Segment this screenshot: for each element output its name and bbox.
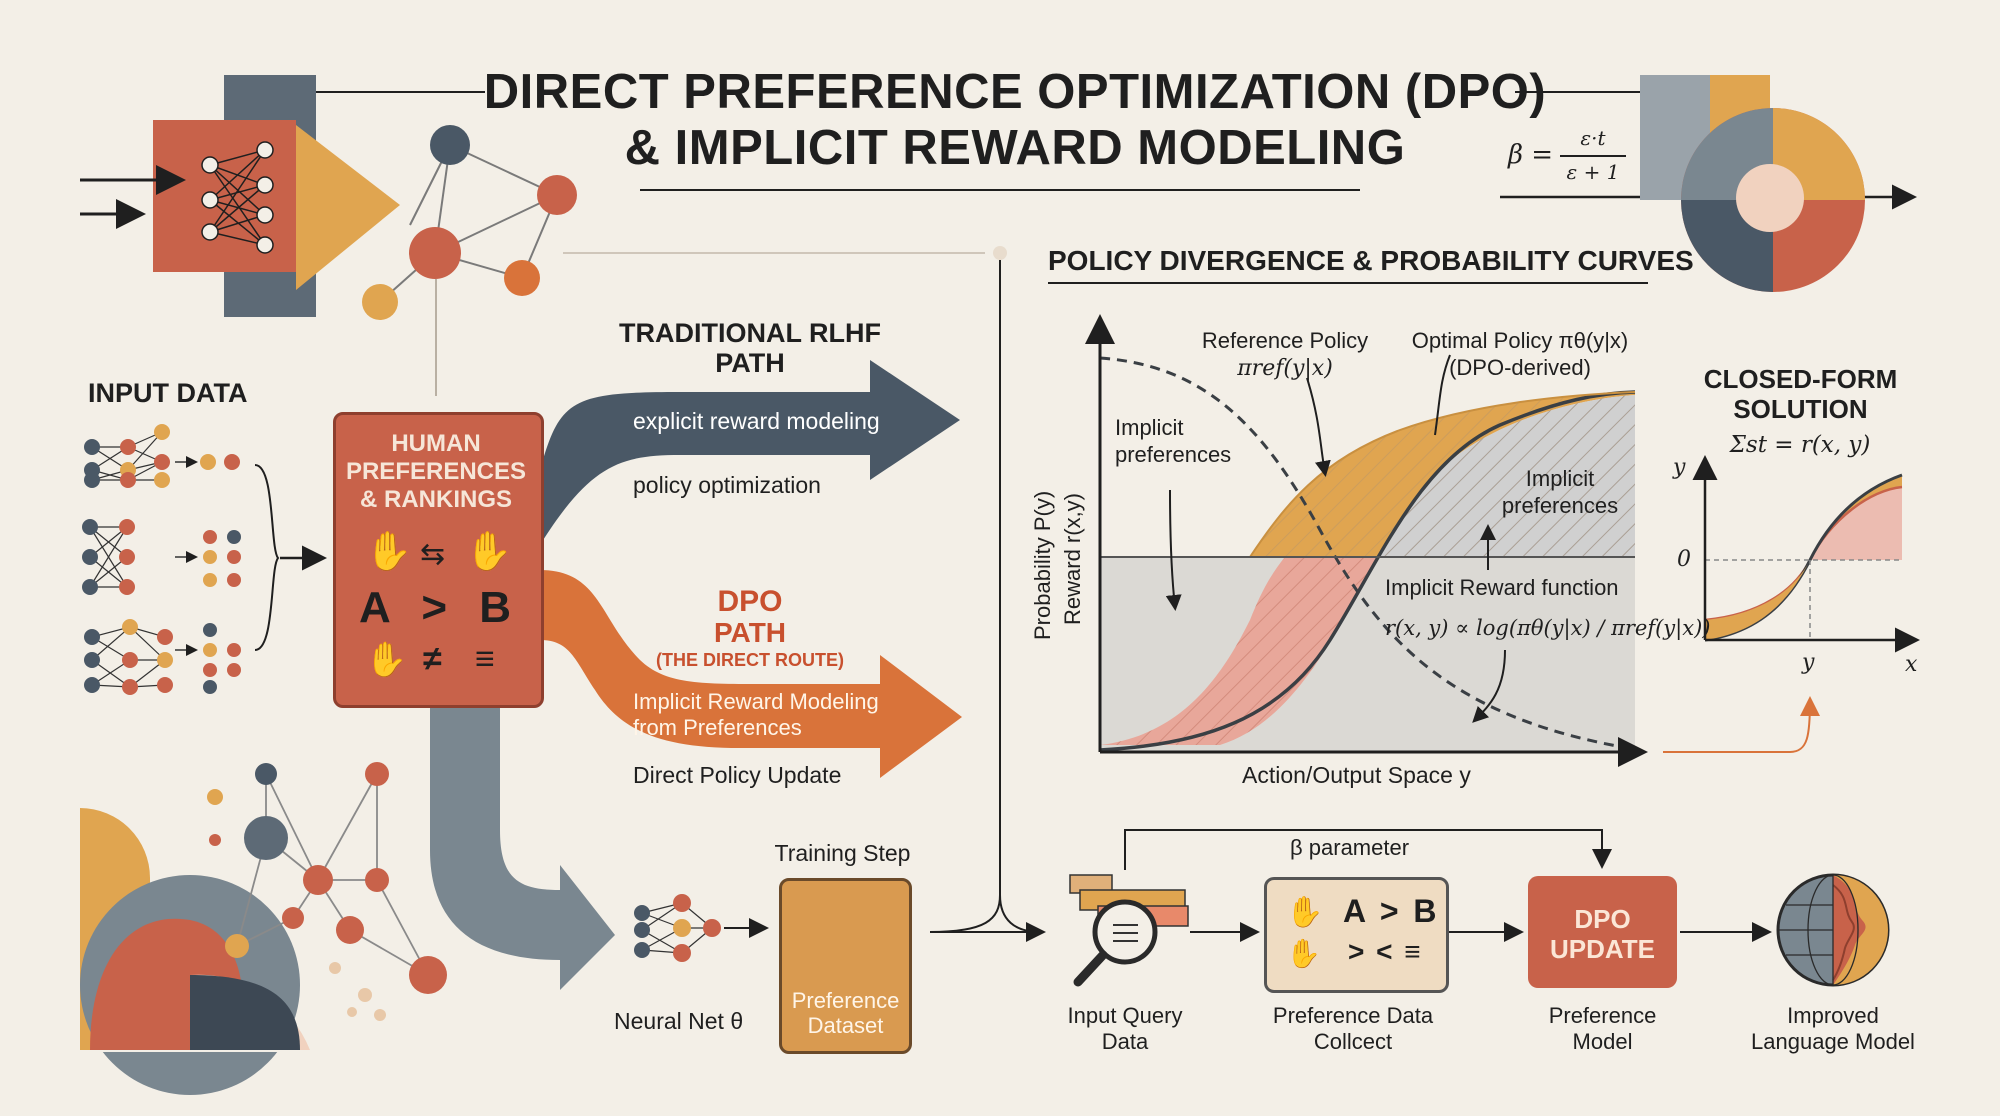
dpo-path-subtitle: (THE DIRECT ROUTE) xyxy=(656,650,844,670)
pref-model-2: Model xyxy=(1572,1029,1633,1054)
human-box-title-3: & RANKINGS xyxy=(359,486,512,513)
reward-function-label: Implicit Reward function xyxy=(1385,575,1619,600)
neq-symbol: ≠ xyxy=(423,640,442,678)
human-box-a-gt-b: A > B xyxy=(358,583,512,632)
beta-formula-numerator: ε·t xyxy=(1580,126,1606,150)
human-box-title-2: PREFERENCES xyxy=(345,458,527,485)
hand-icon-right: ✋ xyxy=(465,531,513,573)
rlhf-arrow xyxy=(540,360,960,545)
dpo-update-box[interactable] xyxy=(1528,876,1677,988)
equiv-symbol: ≡ xyxy=(475,640,495,678)
preference-dataset-box xyxy=(779,878,912,1054)
implicit-right-1: Implicit xyxy=(1525,466,1595,491)
pref-dataset-1: Preference xyxy=(791,988,900,1013)
improved-lm-1: Improved xyxy=(1787,1003,1879,1028)
pref-model-1: Preference xyxy=(1548,1003,1657,1028)
swap-icon: ⇆ xyxy=(420,538,446,571)
opt-policy-label: Optimal Policy πθ(y|x) xyxy=(1411,328,1629,353)
ref-policy-formula: πref(y|x) xyxy=(1237,356,1333,381)
hand-icon-left: ✋ xyxy=(365,531,413,573)
gray-flow-arrow xyxy=(430,704,615,990)
rlhf-step-explicit: explicit reward modeling xyxy=(633,408,880,434)
pdc-label-2: Collcect xyxy=(1313,1029,1393,1054)
chart-heading: POLICY DIVERGENCE & PROBABILITY CURVES xyxy=(1048,245,1694,276)
ref-policy-label: Reference Policy xyxy=(1201,328,1369,353)
chart-ylabel-2: Reward r(x,y) xyxy=(1060,492,1085,625)
closed-form-x-axis: x xyxy=(1905,652,1918,677)
input-data-networks xyxy=(82,424,327,695)
direct-policy-update-label: Direct Policy Update xyxy=(633,762,842,788)
preference-data-collect-box xyxy=(1264,877,1449,993)
input-query-2: Data xyxy=(1101,1029,1149,1054)
magnifier-icon xyxy=(1069,874,1189,987)
dpo-update-2: UPDATE xyxy=(1550,934,1655,964)
bottom-left-decoration xyxy=(80,762,447,1095)
closed-form-formula: Σst = r(x, y) xyxy=(1729,432,1871,458)
beta-parameter-label: β parameter xyxy=(1290,835,1410,860)
neural-net-label: Neural Net θ xyxy=(614,1008,744,1034)
input-query-1: Input Query xyxy=(1067,1003,1183,1028)
hand-icon-bottom: ✋ xyxy=(365,641,408,679)
dpo-arrow xyxy=(540,570,962,778)
hand-icon-pdc-2: ✋ xyxy=(1286,938,1321,969)
chart-ylabel-1: Probability P(y) xyxy=(1030,490,1055,640)
chart-heading-underline xyxy=(1048,282,1648,284)
human-preferences-box xyxy=(333,412,544,708)
dpo-arrow-line-1: Implicit Reward Modeling xyxy=(633,689,879,714)
top-left-decoration xyxy=(80,75,577,396)
opt-policy-subtitle: (DPO-derived) xyxy=(1449,355,1591,380)
beta-formula-lhs: β = xyxy=(1508,140,1554,170)
rlhf-step-policy: policy optimization xyxy=(633,472,821,498)
implicit-left-2: preferences xyxy=(1115,442,1232,467)
language-model-icon xyxy=(1776,873,1890,987)
dpo-path-title-2: PATH xyxy=(713,617,787,648)
pdc-a-gt-b: A > B xyxy=(1343,893,1437,929)
input-data-label: INPUT DATA xyxy=(88,378,248,408)
implicit-left-1: Implicit xyxy=(1115,415,1184,440)
fraction-bar xyxy=(1560,155,1626,157)
closed-form-title-2: SOLUTION xyxy=(1733,394,1868,424)
pdc-label-1: Preference Data xyxy=(1272,1003,1434,1028)
hand-icon-pdc-1: ✋ xyxy=(1286,896,1324,929)
training-step-label: Training Step xyxy=(774,840,911,866)
beta-formula-denominator: ε + 1 xyxy=(1566,160,1620,184)
dpo-arrow-line-2: from Preferences xyxy=(633,715,802,740)
neural-net-icon xyxy=(634,894,769,962)
rlhf-title-1: TRADITIONAL RLHF xyxy=(619,318,881,348)
dpo-path-title-1: DPO xyxy=(717,585,783,618)
reward-function-formula: r(x, y) ∝ log(πθ(y|x) / πref(y|x)) xyxy=(1385,616,1711,640)
closed-form-title-1: CLOSED-FORM xyxy=(1703,364,1898,394)
title-line-2: & IMPLICIT REWARD MODELING xyxy=(624,121,1406,175)
top-right-decoration xyxy=(1640,75,1865,292)
pdc-symbols: > < ≡ xyxy=(1348,936,1421,967)
improved-lm-2: Language Model xyxy=(1751,1029,1915,1054)
closed-form-zero: 0 xyxy=(1677,547,1691,572)
rlhf-title-2: PATH xyxy=(715,348,785,378)
title-line-1: DIRECT PREFERENCE OPTIMIZATION (DPO) xyxy=(483,65,1547,119)
closed-form-chart xyxy=(1663,455,1920,753)
implicit-right-2: preferences xyxy=(1501,493,1619,518)
closed-form-x-tick: y xyxy=(1802,650,1815,675)
chart-xlabel: Action/Output Space y xyxy=(1242,762,1471,788)
human-box-title-1: HUMAN xyxy=(391,430,481,457)
pref-dataset-2: Dataset xyxy=(807,1013,884,1038)
probability-chart xyxy=(1085,314,1648,767)
closed-form-y-axis: y xyxy=(1673,455,1686,480)
dpo-update-1: DPO xyxy=(1574,904,1631,934)
